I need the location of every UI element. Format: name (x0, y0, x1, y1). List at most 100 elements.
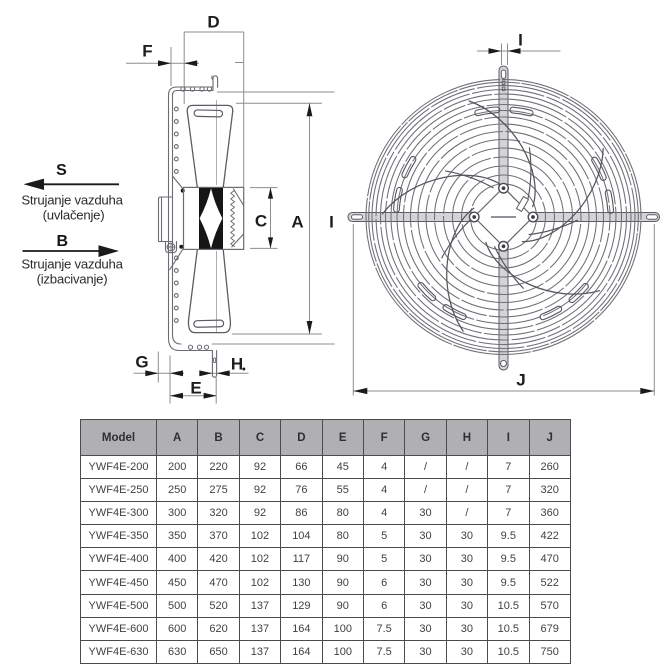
table-cell: 90 (321, 547, 364, 572)
table-col-header: D (280, 419, 323, 456)
table-cell: 250 (155, 478, 199, 503)
table-cell: 370 (197, 524, 240, 549)
table-cell: YWF4E-500 (80, 593, 157, 618)
table-cell: 90 (321, 593, 364, 618)
table-cell: 45 (321, 454, 364, 480)
table-cell: 30 (445, 593, 489, 618)
table-cell: 137 (238, 616, 282, 641)
table-cell: 6 (362, 593, 406, 618)
table-cell: 220 (197, 454, 240, 480)
table-cell: 30 (445, 570, 489, 595)
dim-label-i: I (518, 30, 523, 49)
table-cell: 470 (528, 547, 571, 572)
table-cell: 30 (404, 524, 447, 549)
table-cell: 104 (280, 524, 323, 549)
table-cell: 6 (362, 570, 406, 595)
table-col-header: Model (80, 419, 157, 456)
table-cell: 320 (528, 478, 571, 503)
table-cell: YWF4E-600 (80, 616, 157, 641)
table-cell: 520 (197, 593, 240, 618)
table-col-header: A (155, 419, 199, 456)
table-cell: 522 (528, 570, 571, 595)
airflow-blow-text2: (izbacivanje) (36, 270, 108, 286)
dim-label-f: F (142, 41, 153, 60)
table-cell: 164 (280, 616, 323, 641)
table-cell: 7 (487, 454, 530, 480)
table-cell: 620 (197, 616, 240, 641)
table-cell: / (404, 454, 447, 480)
table-cell: 30 (404, 616, 447, 641)
airflow-suction-symbol: S (56, 161, 67, 179)
dim-label-h: H (230, 354, 244, 373)
table-cell: 4 (362, 501, 406, 526)
table-cell: 7.5 (362, 616, 406, 641)
table-cell: 30 (445, 639, 489, 664)
dim-label-g: G (135, 352, 149, 371)
table-cell: 7.5 (362, 639, 406, 664)
table-cell: 30 (445, 547, 489, 572)
table-cell: 102 (238, 524, 282, 549)
table-cell: 4 (362, 454, 406, 480)
table-cell: 350 (155, 524, 199, 549)
table-cell: 137 (238, 639, 282, 664)
table-cell: 9.5 (487, 570, 530, 595)
table-cell: 7 (487, 478, 530, 503)
table-cell: 137 (238, 593, 282, 618)
table-cell: 76 (280, 478, 323, 503)
table-cell: 30 (404, 570, 447, 595)
table-cell: 10.5 (487, 593, 530, 618)
table-cell: 630 (155, 639, 199, 664)
table-cell: / (404, 478, 447, 503)
table-cell: 86 (280, 501, 323, 526)
table-col-header: H (445, 419, 489, 456)
table-cell: 500 (155, 593, 199, 618)
table-cell: 92 (238, 501, 282, 526)
table-cell: 30 (404, 639, 447, 664)
table-cell: 5 (362, 547, 406, 572)
airflow-blow-text: Strujanje vazduha (21, 255, 123, 271)
table-cell: / (445, 454, 489, 480)
table-cell: 5 (362, 524, 406, 549)
table-cell: 55 (321, 478, 364, 503)
table-cell: 320 (197, 501, 240, 526)
airflow-suction-text: Strujanje vazduha (21, 191, 123, 207)
table-cell: / (445, 478, 489, 503)
table-cell: 100 (321, 639, 364, 664)
table-col-header: F (362, 419, 406, 456)
table-cell: 92 (238, 454, 282, 480)
table-cell: 30 (404, 547, 447, 572)
dim-label-a: A (291, 212, 304, 232)
table-col-header: G (404, 419, 447, 456)
table-cell: 100 (321, 616, 364, 641)
table-cell: YWF4E-450 (80, 570, 157, 595)
table-cell: 90 (321, 570, 364, 595)
table-cell: YWF4E-350 (80, 524, 157, 549)
table-cell: 200 (155, 454, 199, 480)
table-cell: 9.5 (487, 524, 530, 549)
table-cell: YWF4E-630 (80, 639, 157, 664)
table-col-header: E (321, 419, 364, 456)
table-cell: 80 (321, 501, 364, 526)
table-cell: 92 (238, 478, 282, 503)
table-cell: 7 (487, 501, 530, 526)
table-cell: 10.5 (487, 639, 530, 664)
dim-label-e: E (190, 378, 202, 398)
table-cell: 360 (528, 501, 571, 526)
table-cell: 679 (528, 616, 571, 641)
table-cell: 66 (280, 454, 323, 480)
table-cell: 470 (197, 570, 240, 595)
front-view-drawing (347, 43, 660, 396)
table-cell: 260 (528, 454, 571, 480)
table-cell: 570 (528, 593, 571, 618)
table-cell: 450 (155, 570, 199, 595)
